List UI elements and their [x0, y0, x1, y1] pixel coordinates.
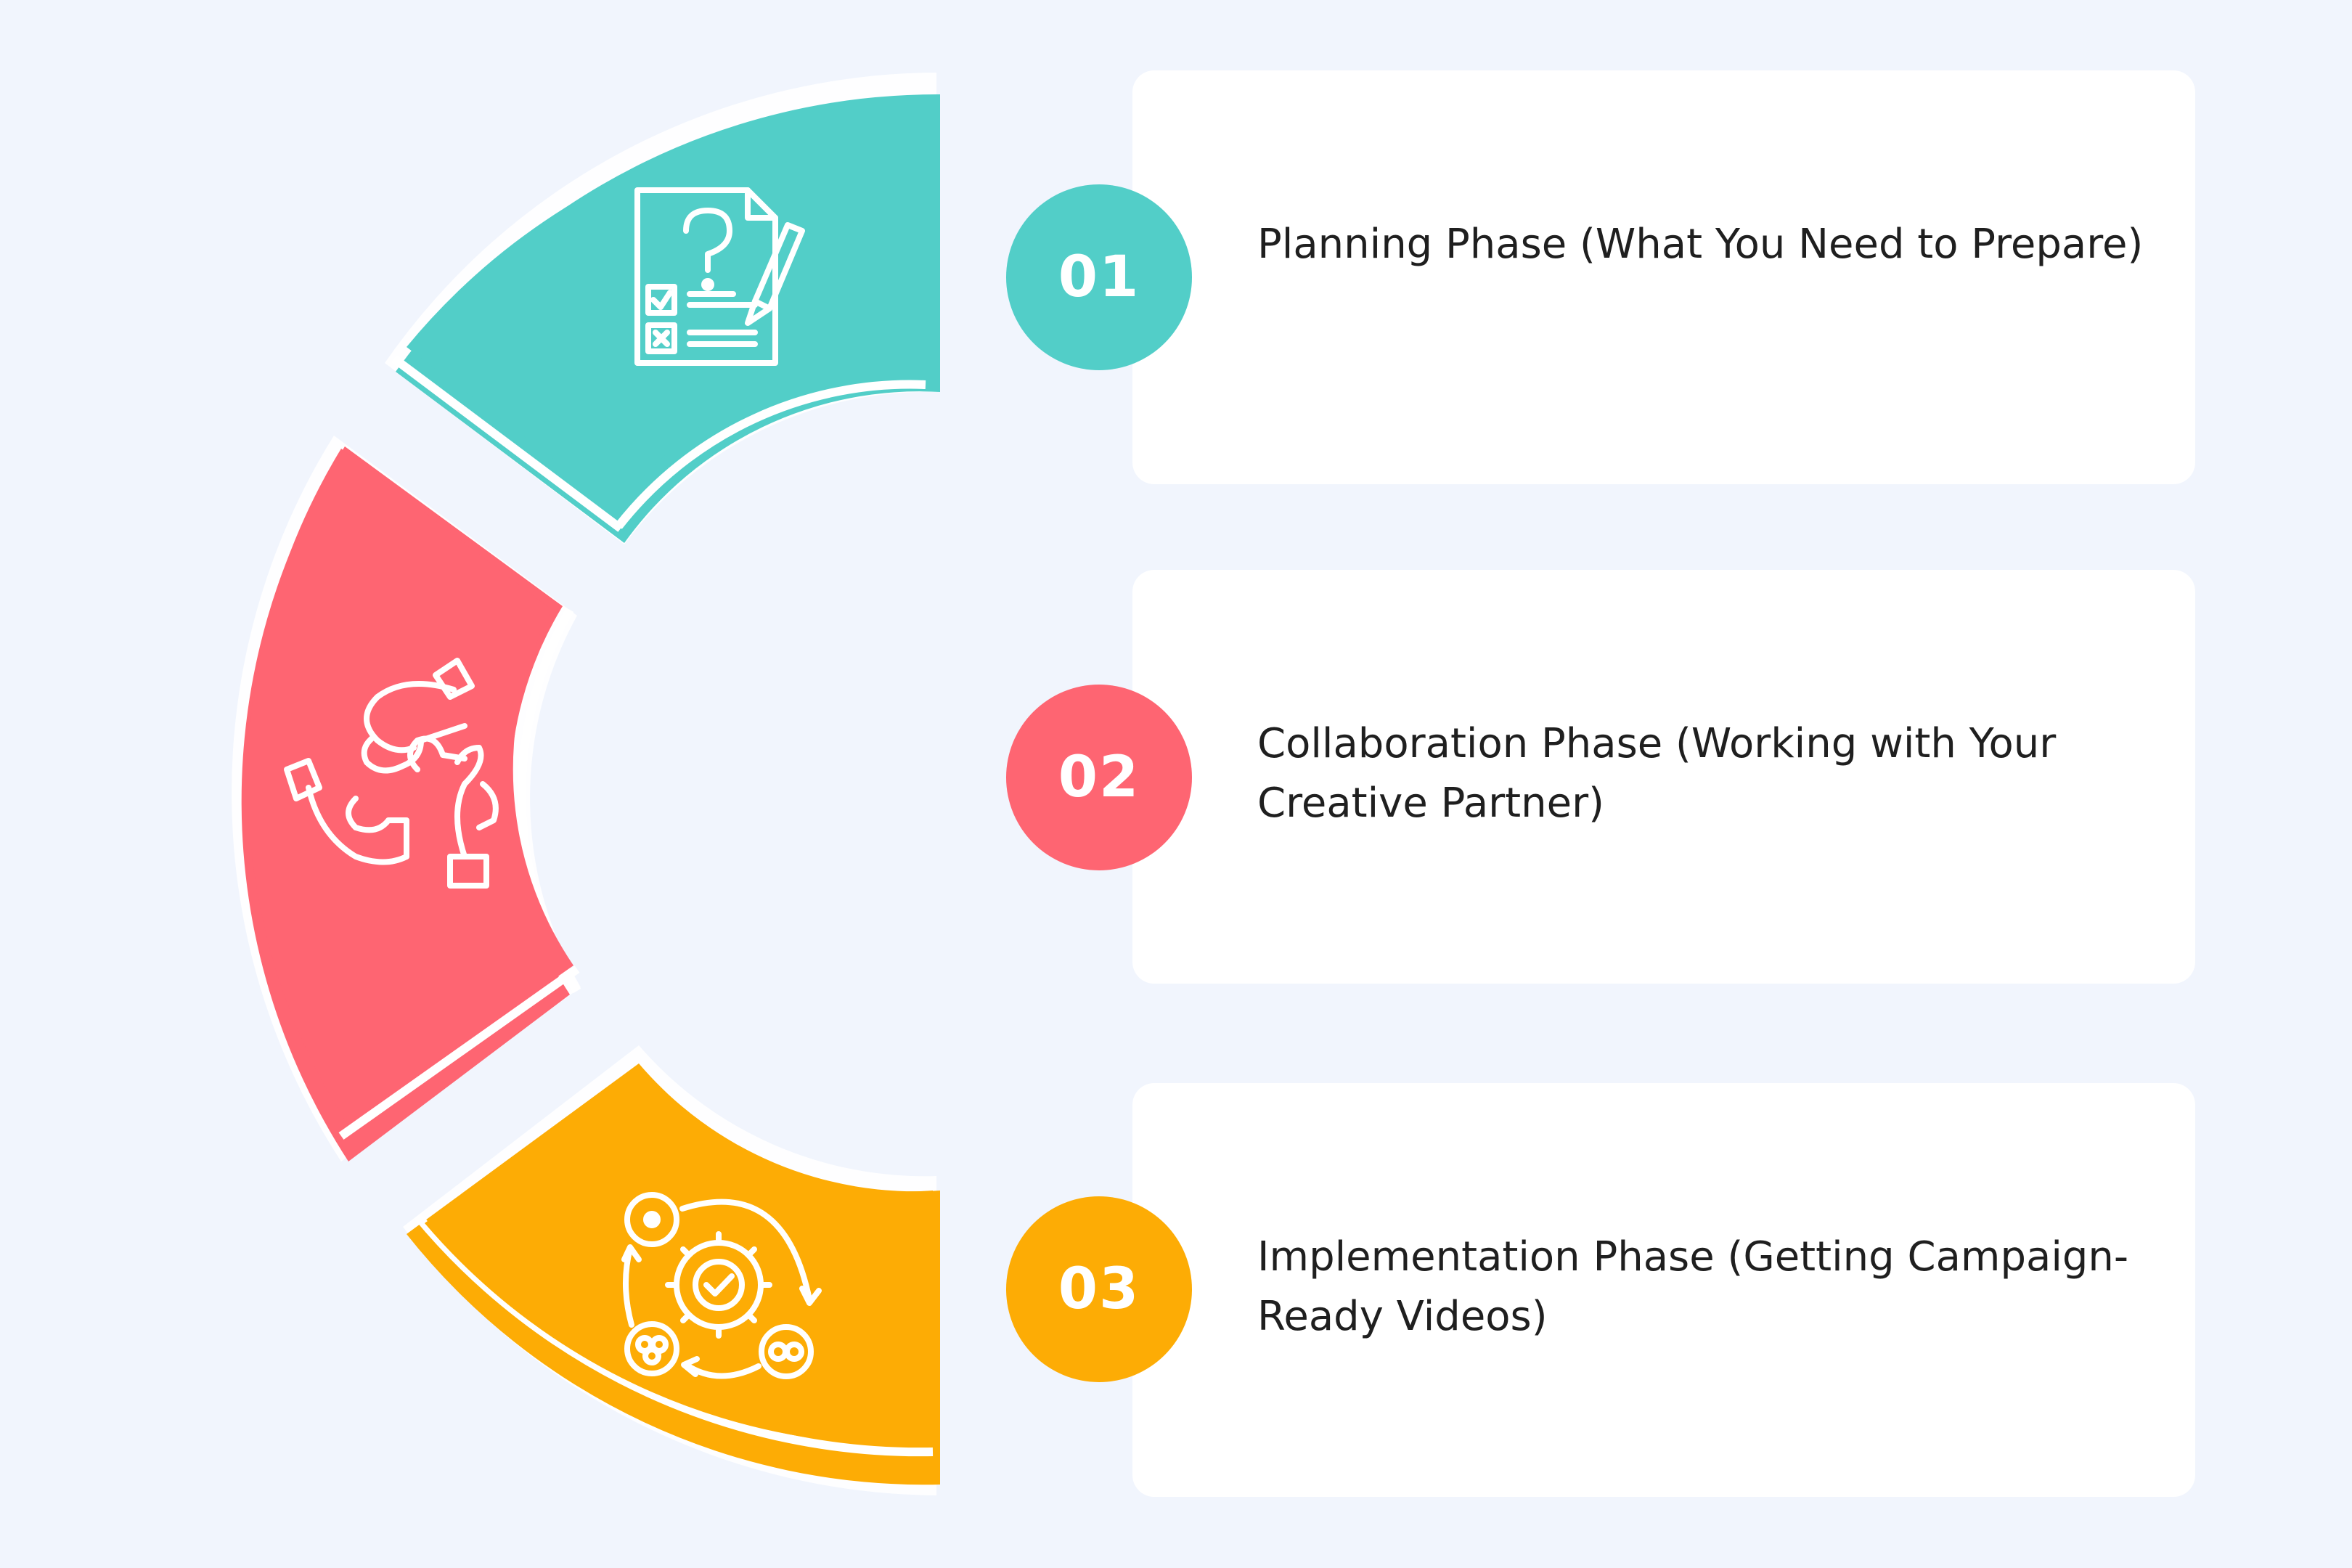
phase-title-3: Implementation Phase (Getting Campaign-R…: [1257, 1233, 2129, 1340]
puzzle-hands-icon: [284, 658, 499, 889]
phase-card-1: [1132, 70, 2195, 484]
phase-card-3: [1132, 1083, 2195, 1497]
gear-process-cycle-icon: [621, 1192, 822, 1379]
phase-title-1: Planning Phase (What You Need to Prepare…: [1257, 221, 2144, 268]
segment-implementation: [403, 1045, 940, 1495]
phase-number-badge-1: 01: [1006, 184, 1192, 370]
phase-number-2: 02: [1058, 745, 1140, 810]
phase-card-2: [1132, 570, 2195, 984]
phase-number-badge-2: 02: [1006, 685, 1192, 870]
phase-number-badge-3: 03: [1006, 1196, 1192, 1382]
checklist-document-icon: [634, 187, 805, 366]
phase-number-1: 01: [1058, 245, 1140, 310]
phase-number-3: 03: [1058, 1257, 1140, 1322]
segment-collaboration: [232, 436, 581, 1161]
phase-title-2: Collaboration Phase (Working with Your C…: [1257, 720, 2057, 827]
